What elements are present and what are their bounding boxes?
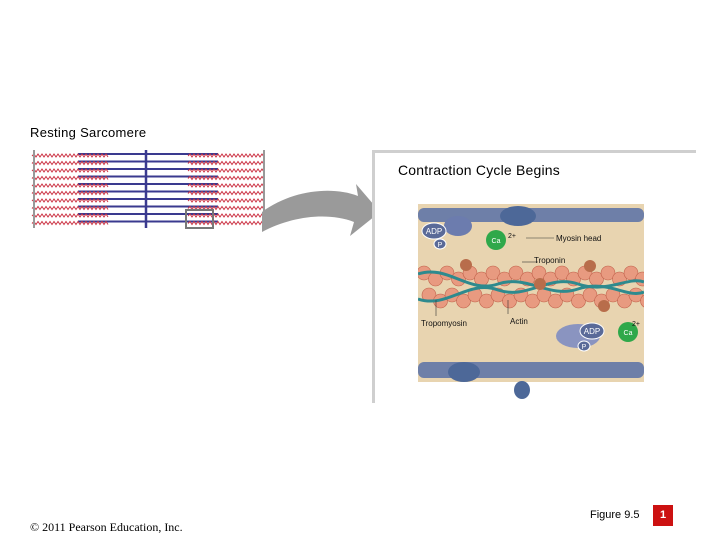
calcium-charge-top: 2+ — [508, 233, 516, 240]
contraction-cycle-title: Contraction Cycle Begins — [398, 162, 560, 178]
troponin-label: Troponin — [534, 256, 566, 265]
resting-sarcomere-title: Resting Sarcomere — [30, 125, 147, 140]
resting-sarcomere-diagram — [28, 148, 270, 230]
zoom-box — [185, 209, 214, 229]
tropomyosin-label: Tropomyosin — [421, 319, 467, 328]
p-label-bottom: P — [582, 344, 587, 351]
adp-label-top: ADP — [426, 227, 442, 236]
myosin-head-label: Myosin head — [556, 234, 602, 243]
figure-label: Figure 9.5 — [590, 509, 640, 521]
contraction-cycle-diagram: ADP P Ca 2+ ADP P Ca 2+ — [418, 204, 644, 399]
calcium-label-bottom: Ca — [624, 330, 633, 337]
adp-label-bottom: ADP — [584, 327, 600, 336]
page-number-badge: 1 — [653, 505, 673, 526]
transition-arrow — [262, 184, 380, 236]
calcium-charge-bottom: 2+ — [632, 321, 640, 328]
p-label-top: P — [438, 242, 443, 249]
copyright-text: © 2011 Pearson Education, Inc. — [30, 520, 183, 534]
calcium-label-top: Ca — [492, 238, 501, 245]
actin-label: Actin — [510, 317, 528, 326]
